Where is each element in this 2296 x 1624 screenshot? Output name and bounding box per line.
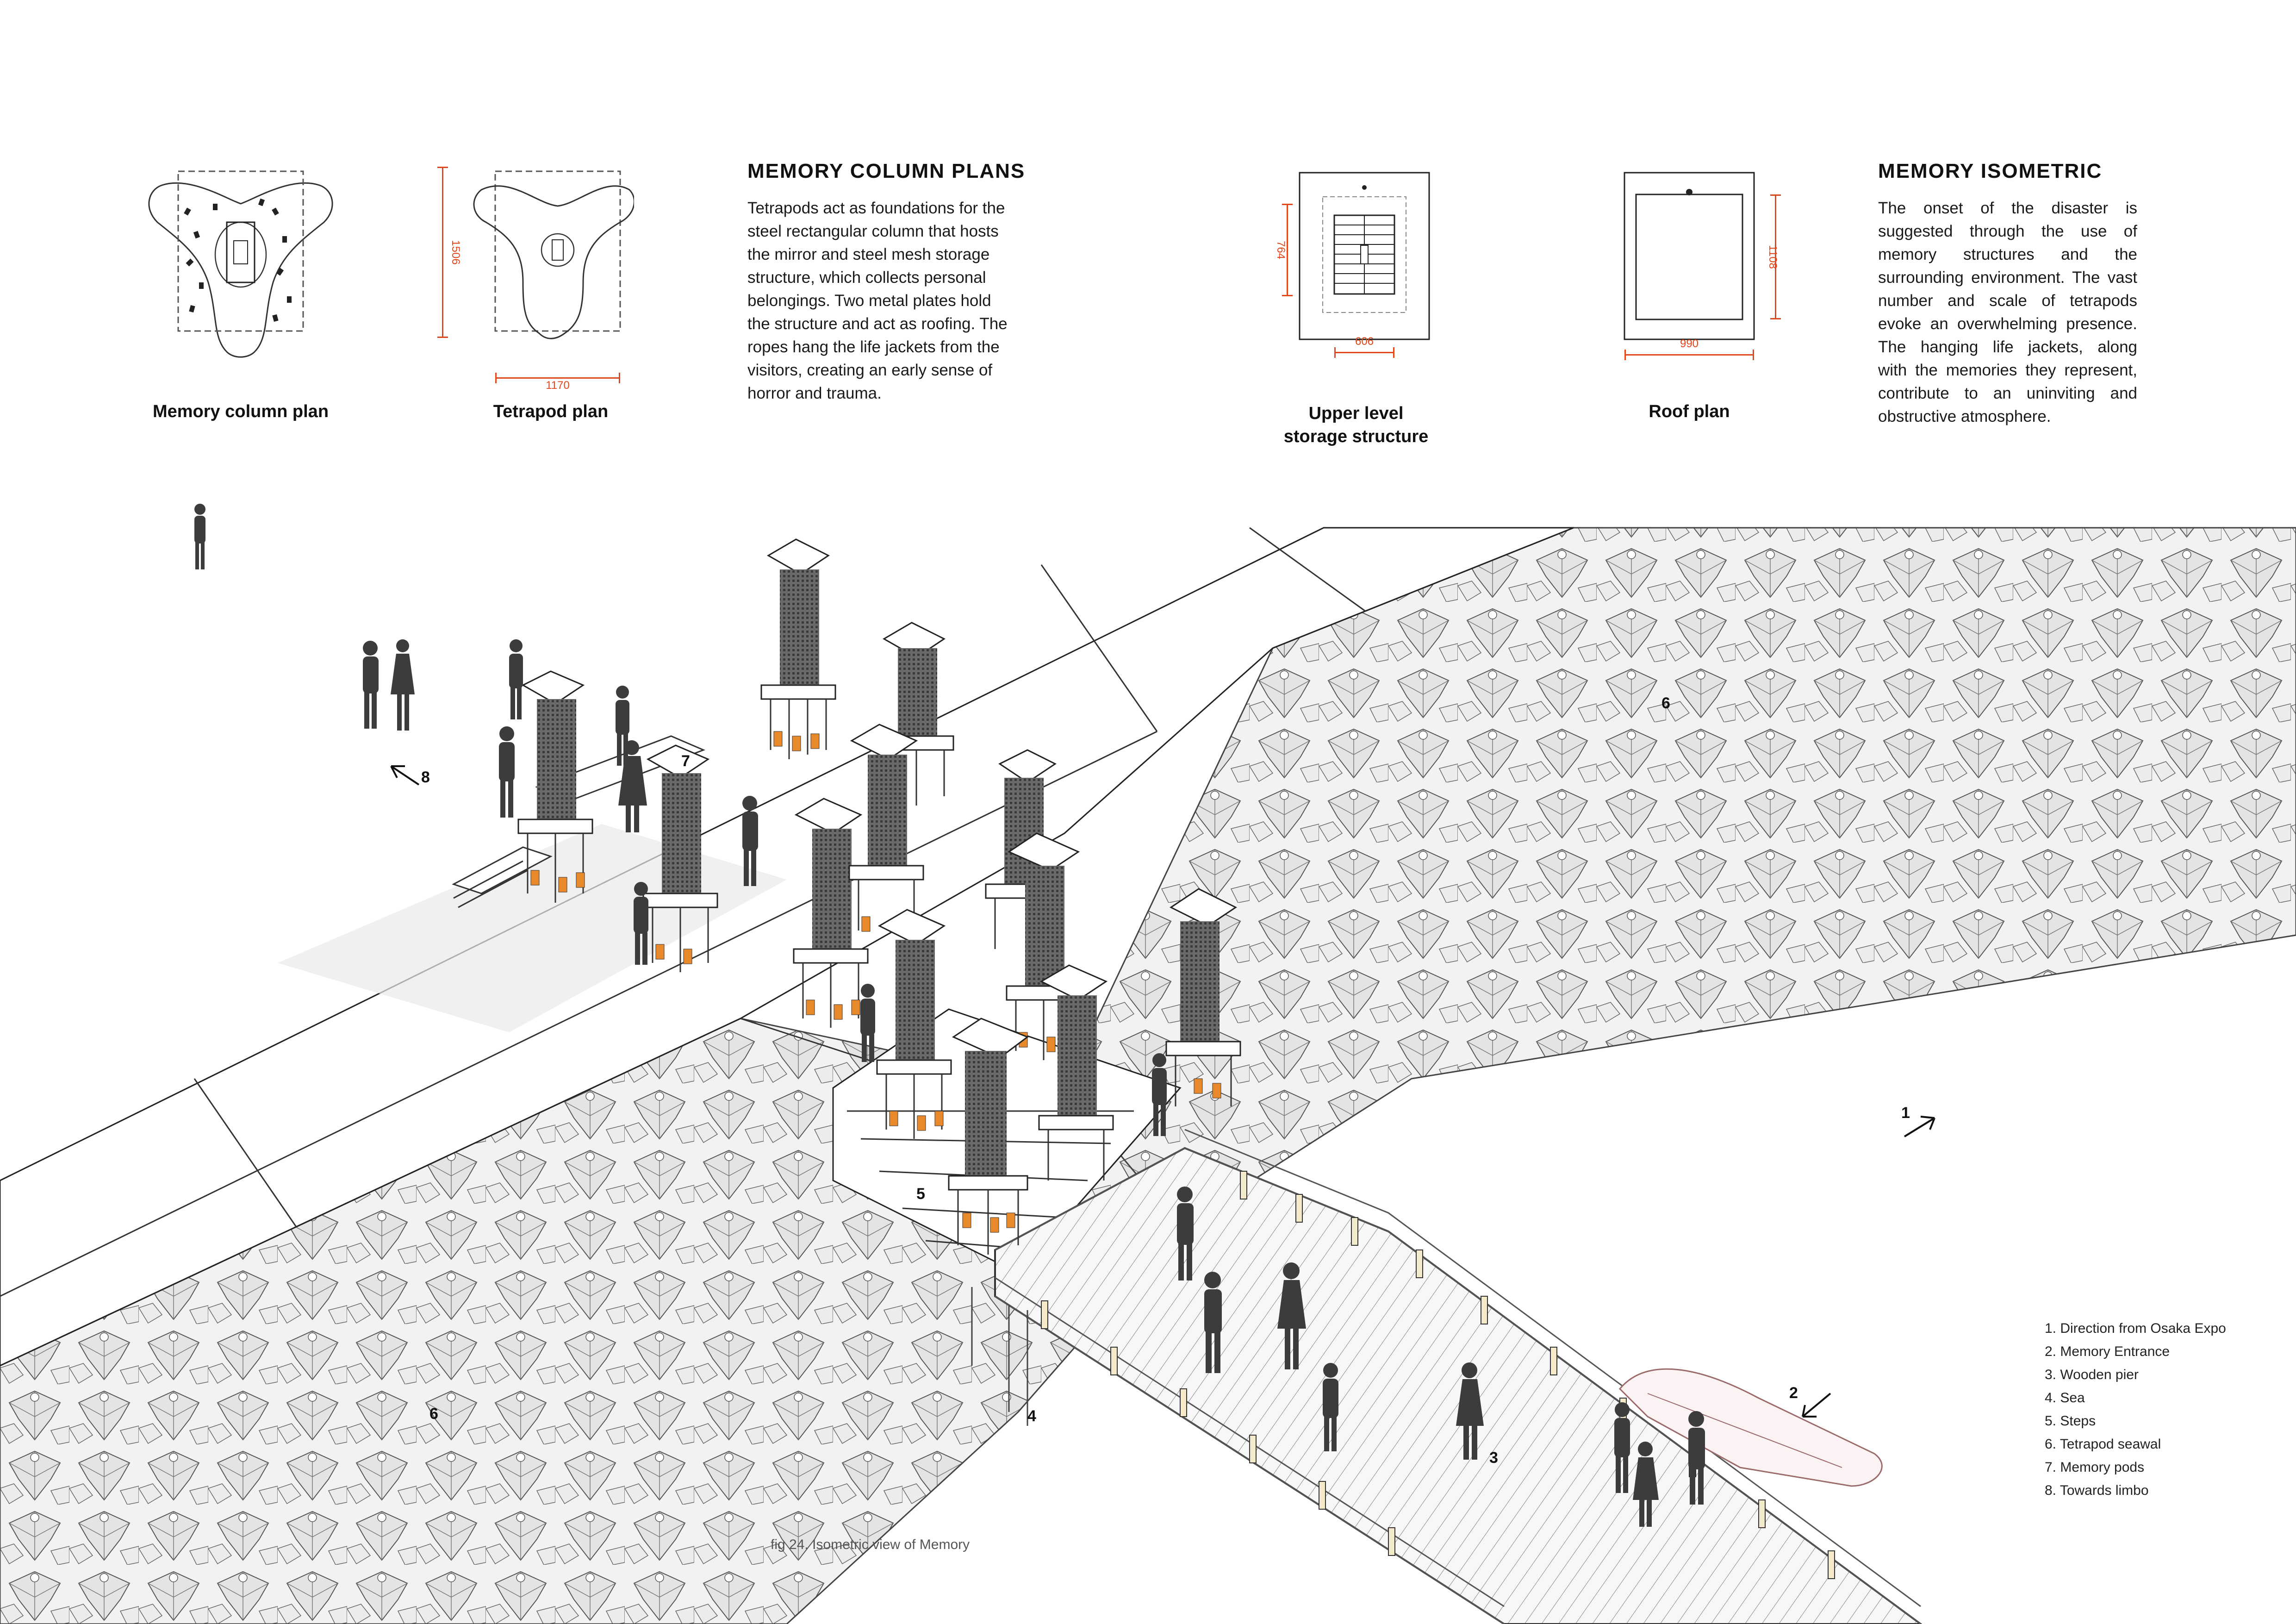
upper-storage-caption-line2: storage structure: [1283, 427, 1429, 446]
memory-column-plan-caption: Memory column plan: [152, 402, 329, 421]
person: [616, 686, 629, 766]
isometric-line: suggested through the use of: [1878, 222, 2137, 240]
isometric-line: contribute to an uninviting and: [1878, 384, 2137, 402]
person: [1177, 1187, 1194, 1280]
isometric-drawing: [0, 504, 2296, 1624]
label-direction-osaka-expo: 1: [1901, 1104, 1910, 1122]
person: [1323, 1363, 1338, 1451]
tetrapod-plan-drawing: 1506 1170: [437, 167, 634, 389]
memory-column: [876, 909, 952, 1139]
label-tetrapod-seawall: 6: [1661, 694, 1670, 712]
column-plans-line: the mirror and steel mesh storage: [747, 245, 990, 263]
storage-width-dim: 606: [1355, 335, 1374, 348]
person: [1152, 1053, 1167, 1136]
memory-column-plan-drawing: [148, 170, 333, 358]
label-steps: 5: [916, 1185, 925, 1203]
upper-storage-caption-line1: Upper level: [1308, 404, 1404, 423]
person: [634, 882, 648, 965]
column-plans-line: the structure and act as roofing. The: [747, 315, 1008, 333]
legend-item: 5. Steps: [2045, 1413, 2096, 1429]
roof-plan-caption: Roof plan: [1649, 402, 1730, 421]
person: [391, 639, 415, 731]
memory-column: [878, 622, 954, 806]
person: [742, 796, 758, 886]
memory-column: [760, 538, 836, 759]
label-memory-pods: 7: [681, 752, 690, 770]
memory-column: [848, 724, 924, 934]
person: [363, 641, 379, 729]
person: [194, 504, 205, 569]
memory-column: [1038, 964, 1114, 1181]
legend-item: 7. Memory pods: [2045, 1460, 2145, 1475]
isometric-line: obstructive atmosphere.: [1878, 407, 2051, 425]
tetrapod-plan-caption: Tetrapod plan: [493, 402, 609, 421]
memory-columns: [517, 538, 1241, 1255]
legend-item: 2. Memory Entrance: [2045, 1344, 2170, 1359]
memory-column-plans-title: MEMORY COLUMN PLANS: [747, 160, 1026, 182]
isometric-line: surrounding environment. The vast: [1878, 269, 2137, 287]
arrow-from-osaka-expo: [1904, 1116, 1935, 1137]
memory-column: [642, 744, 718, 972]
boat: [1618, 1368, 1883, 1487]
upper-storage-caption: Upper level storage structure: [1263, 402, 1449, 448]
person: [1614, 1402, 1630, 1493]
pier-piles: [971, 1287, 1028, 1426]
column-plans-line: belongings. Two metal plates hold: [747, 292, 991, 310]
person: [509, 639, 523, 719]
label-memory-entrance: 2: [1789, 1384, 1798, 1402]
legend-item: 4. Sea: [2045, 1390, 2085, 1405]
person: [1633, 1442, 1659, 1527]
memory-column: [1006, 832, 1082, 1060]
direction-arrows: [390, 765, 1935, 1418]
tetrapod-width-dim: 1170: [546, 379, 570, 389]
column-plans-line: Tetrapods act as foundations for the: [747, 199, 1005, 217]
storage-height-dim: 764: [1275, 241, 1287, 259]
memory-column: [1165, 888, 1241, 1106]
memory-isometric-body: The onset of the disaster is suggested t…: [1878, 197, 2137, 428]
memory-isometric-title: MEMORY ISOMETRIC: [1878, 160, 2103, 182]
memory-column-plans-body: Tetrapods act as foundations for the ste…: [747, 197, 1025, 405]
person: [1456, 1362, 1484, 1460]
upper-storage-plan-drawing: 764 606: [1275, 172, 1430, 358]
roof-plan-drawing: 1108 990: [1624, 172, 1781, 360]
promenade-path: [0, 527, 1574, 1367]
column-plans-line: structure, which collects personal: [747, 269, 986, 287]
person: [1277, 1262, 1306, 1369]
legend-item: 1. Direction from Osaka Expo: [2045, 1321, 2226, 1336]
person: [860, 984, 875, 1062]
person: [499, 726, 515, 818]
label-sea: 4: [1027, 1407, 1036, 1425]
tetrapod-height-dim: 1506: [449, 240, 462, 264]
arrow-towards-limbo: [390, 765, 420, 786]
isometric-line: evoke an overwhelming presence.: [1878, 315, 2137, 333]
arrow-memory-entrance: [1802, 1393, 1831, 1418]
label-towards-limbo: 8: [421, 768, 430, 786]
memory-column: [517, 670, 593, 903]
legend-item: 3. Wooden pier: [2045, 1367, 2139, 1382]
isometric-line: The hanging life jackets, along: [1878, 338, 2137, 356]
memory-column: [948, 1018, 1029, 1255]
roof-width-dim: 990: [1680, 337, 1699, 350]
figure-caption: fig 24. Isometric view of Memory: [771, 1537, 970, 1552]
column-plans-line: ropes hang the life jackets from the: [747, 338, 1000, 356]
person: [618, 740, 647, 832]
isometric-line: The onset of the disaster is: [1878, 199, 2137, 217]
people: [194, 504, 1705, 1527]
legend: 1. Direction from Osaka Expo 2. Memory E…: [2045, 1317, 2285, 1502]
label-wooden-pier: 3: [1489, 1449, 1498, 1467]
legend-item: 8. Towards limbo: [2045, 1483, 2149, 1498]
roof-height-dim: 1108: [1767, 245, 1779, 269]
column-plans-line: steel rectangular column that hosts: [747, 222, 999, 240]
legend-item: 6. Tetrapod seawal: [2045, 1437, 2161, 1452]
isometric-line: memory structures and the: [1878, 245, 2137, 263]
person: [1688, 1411, 1705, 1505]
person: [1204, 1272, 1222, 1373]
column-plans-line: visitors, creating an early sense of: [747, 361, 993, 379]
column-plans-line: horror and trauma.: [747, 384, 882, 402]
isometric-line: with the memories they represent,: [1878, 361, 2137, 379]
memory-column: [793, 798, 869, 1028]
label-tetrapod-seawall: 6: [429, 1405, 438, 1423]
isometric-line: number and scale of tetrapods: [1878, 292, 2137, 310]
